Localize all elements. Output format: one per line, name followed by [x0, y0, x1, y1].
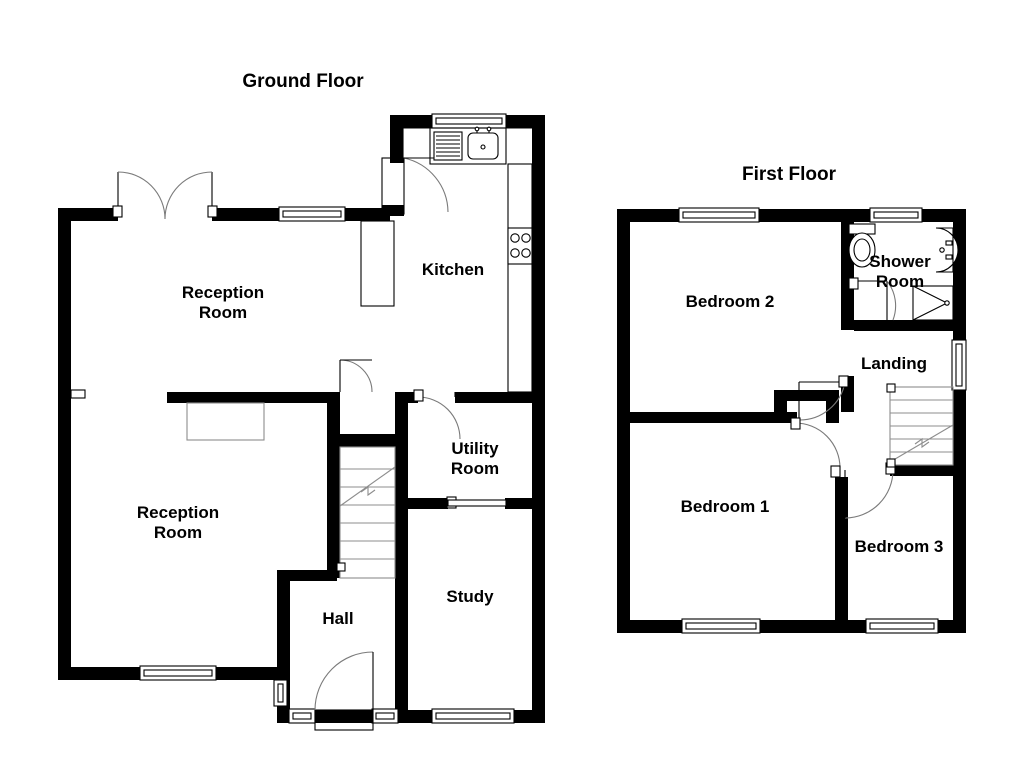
door-kitchen-rear	[381, 157, 449, 216]
wall-utility-top	[455, 392, 532, 403]
wall-first-west	[617, 209, 630, 633]
label-study: Study	[446, 587, 494, 606]
wall-west-outer	[58, 208, 71, 680]
first-floor-staircase	[886, 383, 954, 468]
window-west-small	[70, 389, 86, 399]
kitchen-worktop	[429, 127, 507, 165]
first-floor-doors	[790, 277, 897, 519]
toilet-icon	[848, 223, 876, 268]
wall-hall-top-step	[277, 570, 337, 581]
shower-tray-icon	[912, 285, 954, 321]
wall-study-top-left	[408, 498, 448, 509]
reception-lower-recess	[186, 402, 265, 441]
window-shower-top	[869, 207, 923, 223]
label-kitchen: Kitchen	[422, 260, 484, 279]
sink-icon	[467, 126, 499, 160]
basin-icon	[935, 227, 959, 273]
first-floor-title: First Floor	[742, 164, 837, 185]
window-hall-side	[273, 679, 288, 707]
first-floor-room-labels: Bedroom 2 Shower Room Landing Bedroom 1 …	[681, 252, 944, 556]
ground-floor-staircase	[336, 446, 396, 579]
label-utility-line2: Room	[451, 459, 499, 478]
wall-hall-west	[277, 570, 290, 680]
ground-floor-walls	[58, 115, 545, 723]
label-reception-upper-line1: Reception	[182, 283, 264, 302]
window-bedroom3-bottom	[865, 618, 939, 634]
label-hall: Hall	[322, 609, 353, 628]
shower-room-fixtures	[848, 223, 959, 321]
door-bedroom2	[798, 375, 849, 421]
label-bedroom-3: Bedroom 3	[855, 537, 944, 556]
wall-landing-stub-top	[774, 390, 839, 401]
kitchen-tall-unit	[360, 220, 395, 307]
wall-bedroom1-east	[835, 477, 848, 633]
label-shower-room-line1: Shower	[869, 252, 931, 271]
door-study	[446, 496, 507, 509]
window-kitchen-top	[431, 113, 507, 129]
ground-floor-windows	[70, 113, 515, 724]
label-utility-line1: Utility	[451, 439, 499, 458]
label-reception-lower-line2: Room	[154, 523, 202, 542]
hob-icon	[507, 227, 533, 265]
wall-reception-divider	[167, 392, 340, 403]
label-shower-room-line2: Room	[876, 272, 924, 291]
label-bedroom-2: Bedroom 2	[686, 292, 775, 311]
wall-east-outer	[532, 115, 545, 723]
label-bedroom-1: Bedroom 1	[681, 497, 770, 516]
kitchen-base-units	[507, 163, 533, 393]
wall-stair-west	[327, 392, 340, 578]
wall-bedroom3-top	[890, 465, 953, 476]
window-landing-east	[951, 339, 967, 391]
ground-floor-plan	[58, 113, 545, 731]
door-shower-room	[848, 277, 897, 321]
wall-utility-top-stub	[408, 392, 418, 403]
wall-first-east	[953, 209, 966, 633]
first-floor-plan	[617, 207, 967, 634]
label-reception-upper-line2: Room	[199, 303, 247, 322]
label-landing: Landing	[861, 354, 927, 373]
window-front-door-right-light	[371, 708, 399, 724]
window-reception-upper-top	[278, 206, 346, 222]
door-bedroom3	[844, 462, 896, 519]
wall-shower-bottom	[854, 320, 953, 331]
window-reception-lower-bottom	[139, 665, 217, 681]
ground-floor-room-labels: Reception Room Kitchen Reception Room Ut…	[137, 260, 499, 628]
window-bedroom2-top	[678, 207, 760, 223]
door-front-entrance	[314, 651, 374, 731]
door-french-reception	[112, 171, 218, 220]
door-bedroom1	[790, 417, 841, 478]
wall-kitchen-left-upper	[390, 115, 403, 163]
kitchen-fixtures	[429, 126, 533, 393]
ground-floor-doors	[112, 157, 507, 731]
wall-stair-head	[327, 434, 395, 447]
first-floor-windows	[678, 207, 967, 634]
window-study-front	[431, 708, 515, 724]
window-bedroom1-bottom	[681, 618, 761, 634]
wall-stair-east	[395, 392, 408, 723]
wall-bedroom2-bottom	[630, 412, 797, 423]
ground-floor-title: Ground Floor	[242, 71, 364, 92]
label-reception-lower-line1: Reception	[137, 503, 219, 522]
door-reception-hall	[339, 359, 373, 393]
wall-study-top-right	[505, 498, 545, 509]
wall-reception-top-left-stub	[58, 208, 118, 221]
drainer-icon	[433, 131, 463, 161]
door-utility	[413, 389, 461, 440]
window-front-door-left-light	[288, 708, 316, 724]
